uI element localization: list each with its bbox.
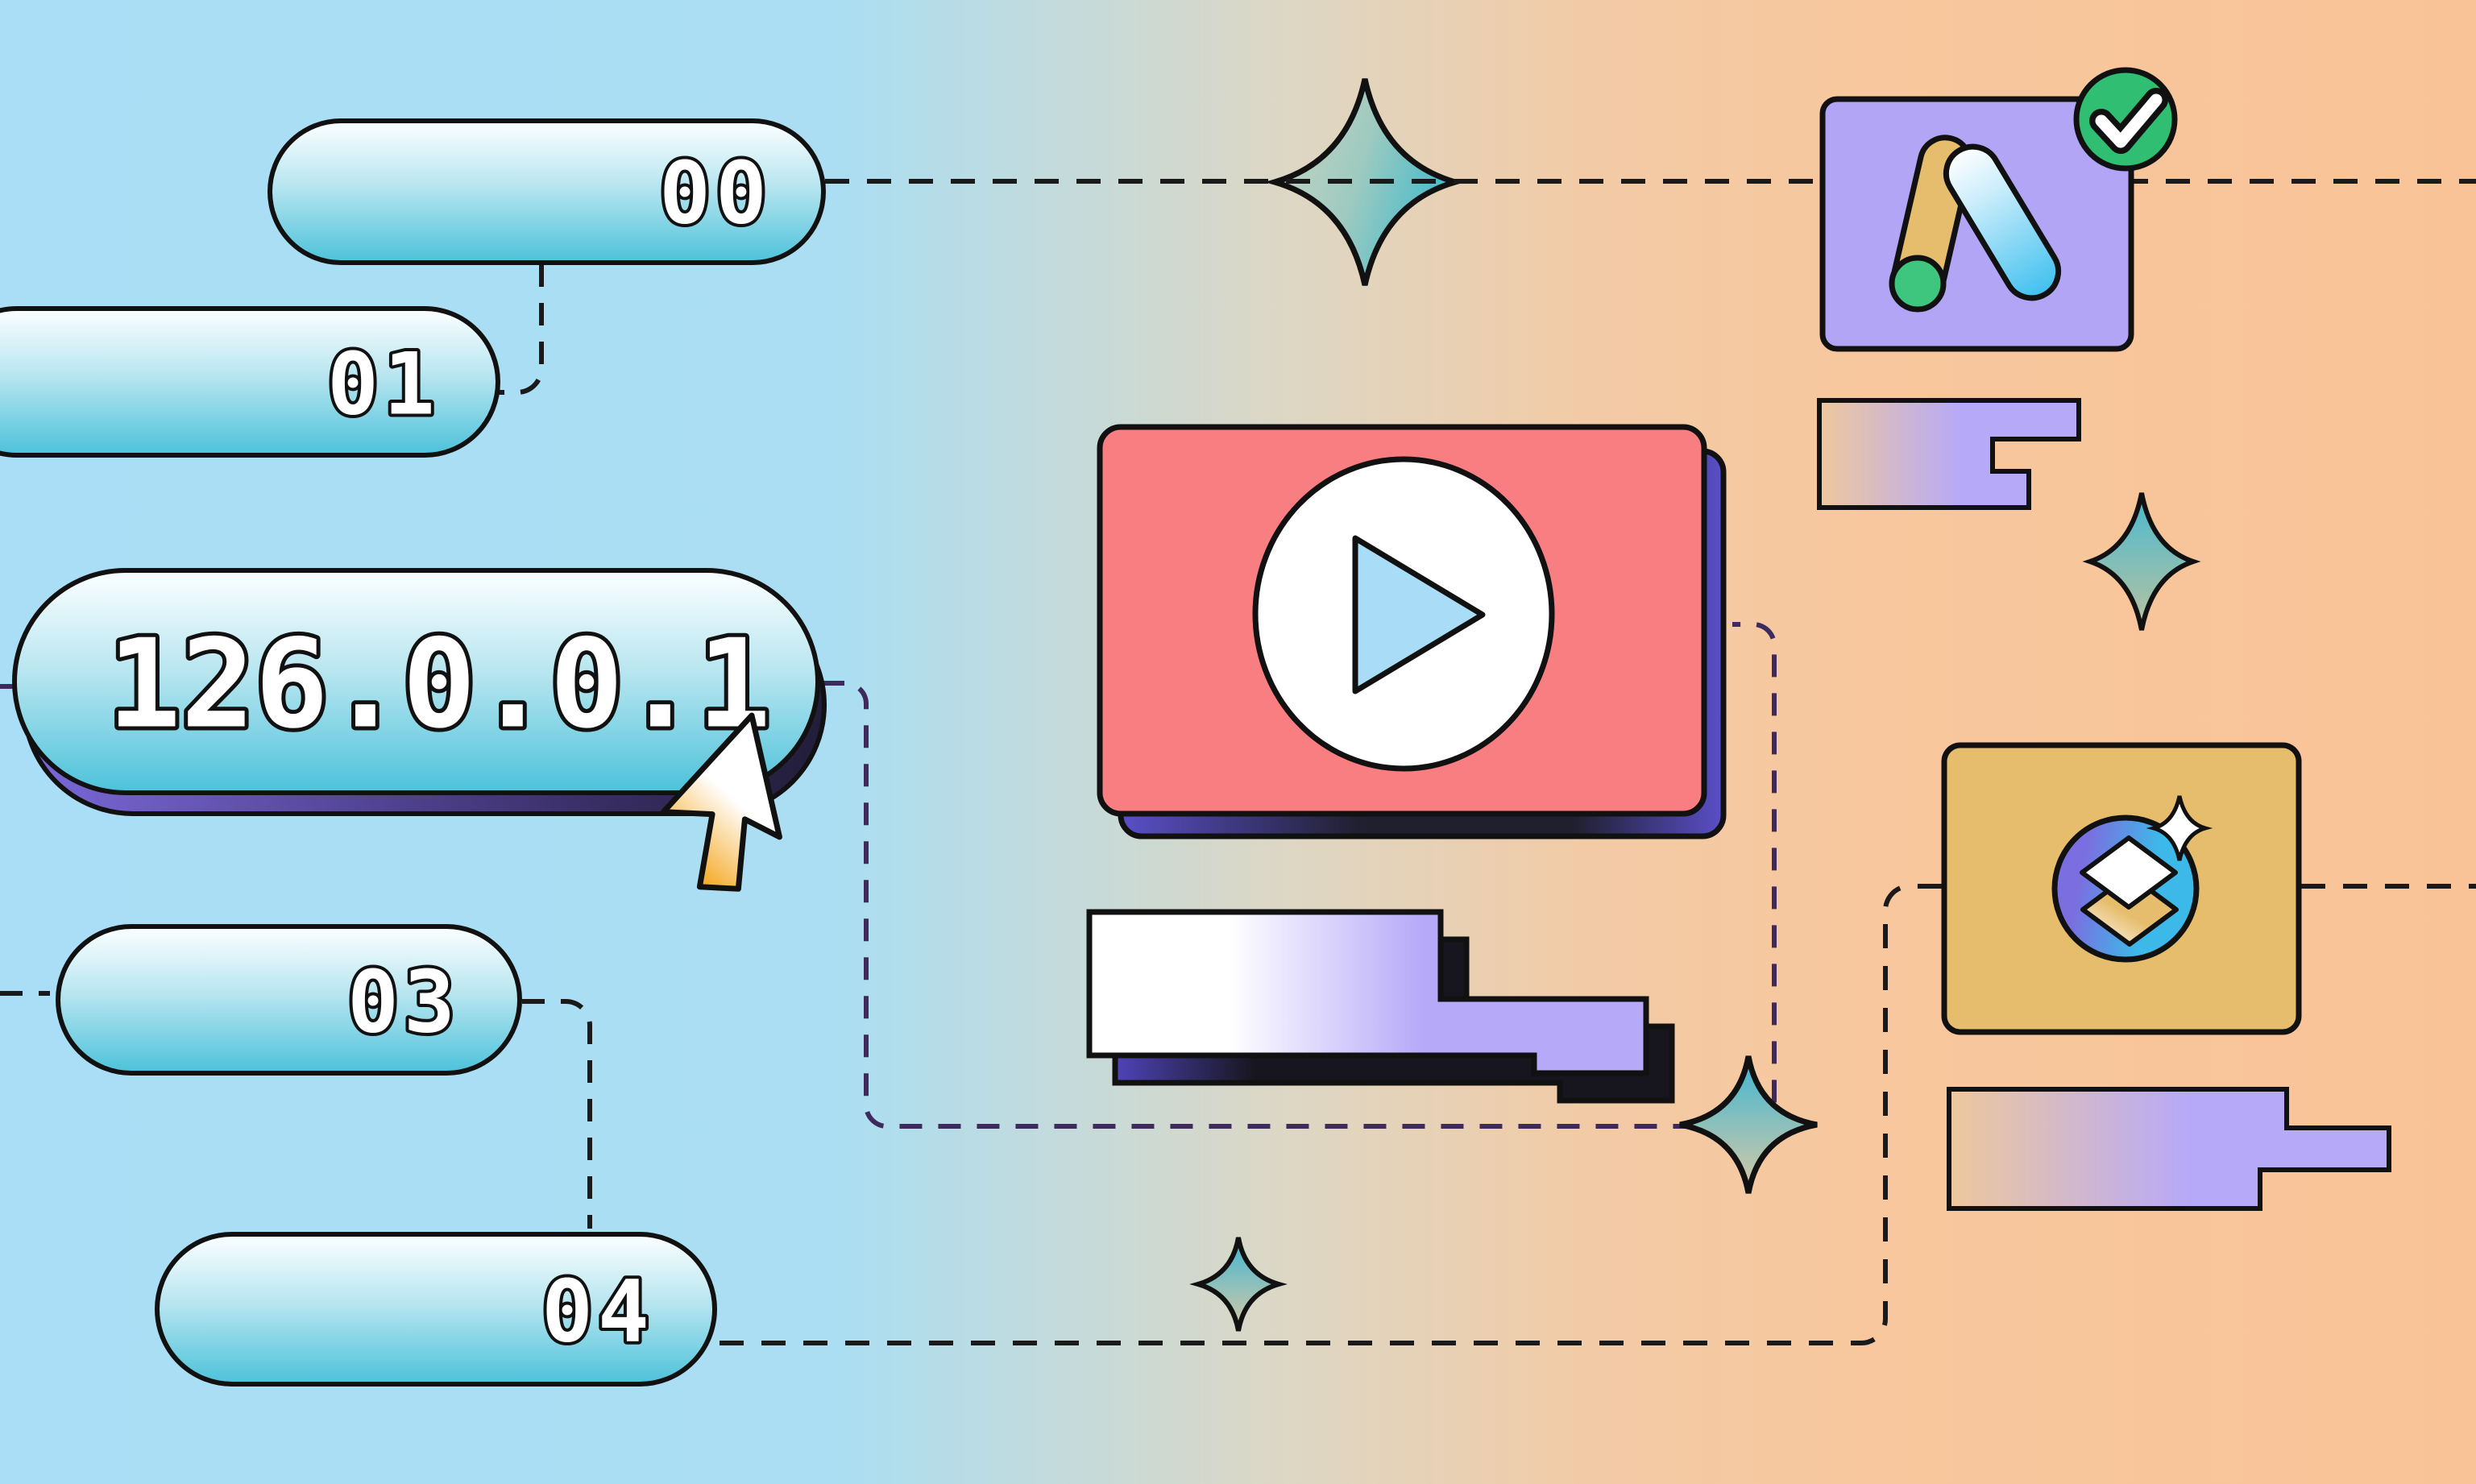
ip-address-label: 126.0.0.1: [107, 613, 771, 756]
skeleton-bar-center: [1086, 909, 1675, 1104]
layers-card[interactable]: [1941, 742, 2302, 1035]
diamond-sparkle-icon: [1679, 1055, 1818, 1194]
cursor-arrow-icon: [660, 712, 782, 892]
step-pill-01[interactable]: 01: [0, 306, 500, 458]
step-label: 00: [659, 144, 772, 243]
check-circle-icon: [2073, 67, 2178, 172]
dashed-connector-04-layers: [720, 884, 1942, 1345]
sparkle-icon: [1264, 78, 1466, 286]
video-card[interactable]: [1097, 424, 1727, 839]
diamond-sparkle-icon: [1189, 1237, 1288, 1332]
skeleton-bar-top-right: [1817, 398, 2081, 510]
dashed-loop-purple: [822, 622, 1777, 1129]
play-icon: [1352, 535, 1486, 694]
dashed-connector-03-04: [522, 999, 592, 1229]
skeleton-bar-bottom-right: [1947, 1087, 2391, 1211]
dashed-connector-00-01: [496, 264, 544, 395]
google-ads-icon: [1889, 135, 2062, 313]
layers-sparkle-icon: [2051, 795, 2213, 963]
step-label: 04: [541, 1262, 654, 1362]
play-button[interactable]: [1252, 456, 1555, 772]
step-pill-00[interactable]: 00: [268, 118, 826, 265]
step-pill-03[interactable]: 03: [56, 924, 522, 1076]
step-label: 03: [347, 953, 460, 1052]
sparkle-icon: [2082, 492, 2201, 631]
ads-card[interactable]: [1819, 67, 2178, 352]
step-pill-04[interactable]: 04: [155, 1232, 717, 1387]
step-label: 01: [327, 335, 440, 434]
ip-address-pill[interactable]: 126.0.0.1: [12, 568, 827, 816]
